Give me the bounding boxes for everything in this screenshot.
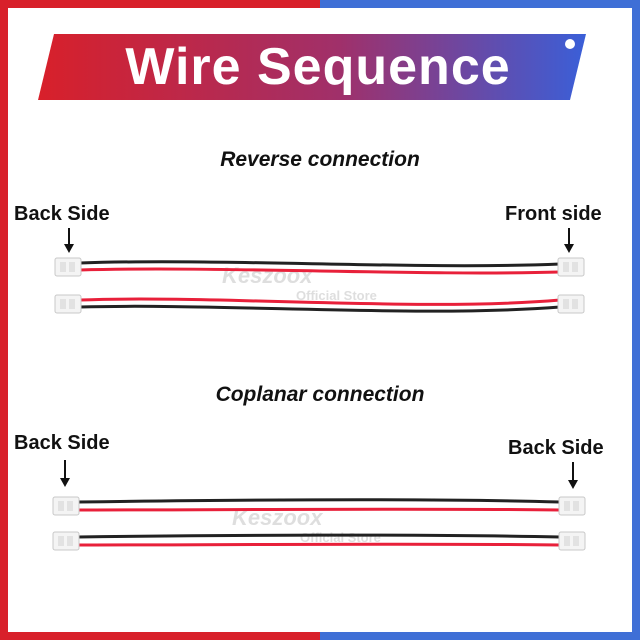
reverse-right-label: Front side <box>505 203 602 225</box>
connector-left <box>54 294 82 314</box>
frame-bottom-left-border <box>0 632 320 640</box>
reverse-cable-1 <box>54 257 585 277</box>
connector-right <box>557 294 585 314</box>
watermark-brand-top: Keszoox <box>222 263 313 288</box>
coplanar-right-label: Back Side <box>508 437 604 459</box>
arrow-icon <box>60 460 70 487</box>
banner-title: Wire Sequence <box>125 38 511 96</box>
coplanar-cable-2 <box>52 531 586 551</box>
connector-left <box>54 257 82 277</box>
frame-left-border <box>0 0 8 640</box>
coplanar-connection-title: Coplanar connection <box>215 383 425 406</box>
connector-right <box>558 531 586 551</box>
connector-left <box>52 496 80 516</box>
frame-right-border <box>632 0 640 640</box>
connector-right <box>557 257 585 277</box>
frame-top-left-border <box>0 0 320 8</box>
banner-background <box>38 34 586 100</box>
frame-bottom-right-border <box>320 632 640 640</box>
frame-top-right-border <box>320 0 640 8</box>
title-banner: Wire Sequence <box>38 34 586 100</box>
watermark-sub-top: Official Store <box>296 288 377 303</box>
arrow-icon <box>568 462 578 489</box>
coplanar-left-label: Back Side <box>14 432 110 454</box>
connector-right <box>558 496 586 516</box>
reverse-connection-title: Reverse connection <box>220 148 420 171</box>
banner-dot <box>565 39 575 49</box>
arrow-icon <box>564 228 574 253</box>
reverse-cable-2 <box>54 294 585 314</box>
arrow-icon <box>64 228 74 253</box>
reverse-left-label: Back Side <box>14 203 110 225</box>
coplanar-cable-1 <box>52 496 586 516</box>
connector-left <box>52 531 80 551</box>
